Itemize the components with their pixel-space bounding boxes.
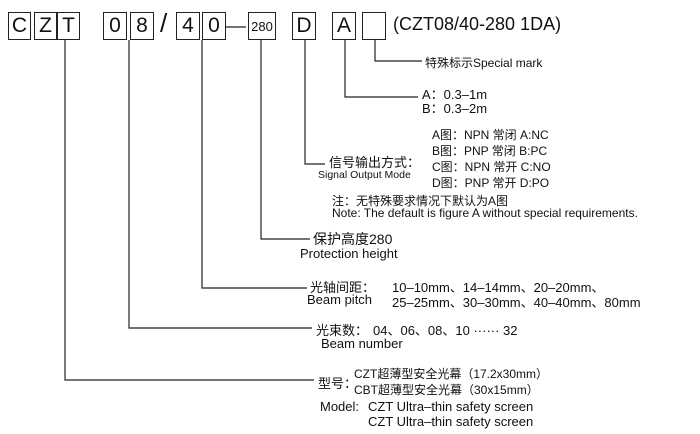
signal-option-a: A图：NPN 常闭 A:NC: [432, 128, 549, 142]
beam-pitch-line2: 25–25mm、30–30mm、40–40mm、80mm: [392, 295, 641, 310]
code-box-4: 4: [176, 12, 200, 40]
signal-label-cn: 信号输出方式：: [329, 155, 421, 170]
range-a: A：0.3–1m: [422, 87, 488, 102]
protection-label-cn: 保护高度280: [313, 231, 393, 247]
signal-note-en: Note: The default is figure A without sp…: [332, 206, 638, 220]
code-box-blank: [362, 12, 386, 40]
special-mark-label: 特殊标示Special mark: [425, 56, 543, 70]
code-box-t: T: [57, 12, 80, 40]
signal-option-c: C图：NPN 常开 C:NO: [432, 160, 551, 174]
model-line2: CBT超薄型安全光幕（30x15mm）: [354, 383, 539, 397]
signal-option-d: D图：PNP 常开 D:PO: [432, 176, 550, 190]
code-slash: /: [160, 8, 168, 38]
model-en-label: Model:: [320, 399, 360, 414]
code-box-0b: 0: [202, 12, 226, 40]
leader-beam-number: [128, 40, 312, 329]
model-label-cn: 型号：: [318, 376, 358, 391]
model-en-line2: CZT Ultra–thin safety screen: [368, 414, 534, 429]
model-code-full: (CZT08/40-280 1DA): [393, 14, 562, 34]
model-en-line1: CZT Ultra–thin safety screen: [368, 399, 534, 414]
signal-note-cn: 注：无特殊要求情况下默认为A图: [332, 194, 509, 208]
code-box-0: 0: [103, 12, 127, 40]
leader-range: [344, 40, 418, 98]
leader-model: [64, 40, 314, 381]
signal-label-en: Signal Output Mode: [318, 169, 411, 181]
beam-number-values: 04、06、08、10 ······ 32: [373, 323, 518, 338]
leader-protection: [260, 40, 310, 240]
code-box-c: C: [8, 12, 31, 40]
beam-number-label-en: Beam number: [321, 336, 403, 351]
protection-label-en: Protection height: [300, 246, 398, 261]
beam-pitch-label-en: Beam pitch: [307, 292, 373, 307]
code-box-a: A: [332, 12, 356, 40]
code-box-d: D: [292, 12, 316, 40]
code-box-8: 8: [130, 12, 154, 40]
leader-signal: [304, 40, 325, 165]
beam-pitch-line1: 10–10mm、14–14mm、20–20mm、: [392, 280, 605, 295]
signal-option-b: B图：PNP 常闭 B:PC: [432, 144, 548, 158]
range-b: B：0.3–2m: [422, 101, 488, 116]
leader-special-mark: [374, 40, 422, 62]
beam-pitch-label-cn: 光轴间距：: [310, 280, 376, 295]
leader-beam-pitch: [201, 40, 307, 289]
code-box-280: 280: [248, 12, 276, 40]
code-box-z: Z: [34, 12, 57, 40]
model-line1: CZT超薄型安全光幕（17.2x30mm）: [354, 367, 549, 381]
beam-number-label-cn: 光束数：: [316, 323, 369, 338]
